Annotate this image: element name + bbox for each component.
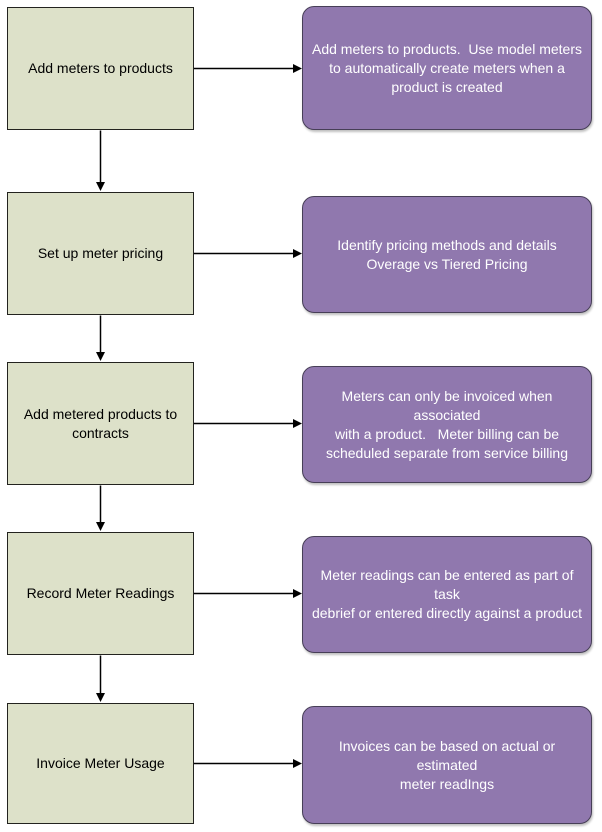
note-add-meters-to-products: Add meters to products. Use model meters… xyxy=(302,6,592,130)
step-add-meters-to-products: Add meters to products xyxy=(7,7,194,130)
step-invoice-meter-usage: Invoice Meter Usage xyxy=(7,703,194,824)
down-arrow-icon-1 xyxy=(96,130,105,191)
down-arrow-icon-3 xyxy=(96,485,105,531)
right-arrow-icon-3 xyxy=(194,419,302,428)
note-text: Meters can only be invoiced when associa… xyxy=(325,387,568,461)
note-text: Invoices can be based on actual or estim… xyxy=(338,737,556,792)
right-arrow-icon-1 xyxy=(194,64,302,73)
note-meter-invoicing: Meters can only be invoiced when associa… xyxy=(302,366,592,483)
note-meter-readings-entry: Meter readings can be entered as part of… xyxy=(302,536,592,653)
step-record-meter-readings: Record Meter Readings xyxy=(7,532,194,655)
step-label: Record Meter Readings xyxy=(26,585,175,601)
note-pricing-methods: Identify pricing methods and details Ove… xyxy=(302,196,592,313)
step-label: Set up meter pricing xyxy=(37,245,164,261)
step-set-up-meter-pricing: Set up meter pricing xyxy=(7,192,194,315)
step-label: Add meters to products xyxy=(28,60,173,76)
note-text: Meter readings can be entered as part of… xyxy=(311,567,583,621)
right-arrow-icon-2 xyxy=(194,249,302,258)
step-label: Add metered products to contracts xyxy=(23,405,178,441)
down-arrow-icon-2 xyxy=(96,315,105,361)
right-arrow-icon-4 xyxy=(194,589,302,598)
note-invoice-basis: Invoices can be based on actual or estim… xyxy=(302,706,592,824)
note-text: Identify pricing methods and details Ove… xyxy=(337,236,557,272)
note-text: Add meters to products. Use model meters… xyxy=(312,40,582,95)
right-arrow-icon-5 xyxy=(194,759,302,768)
step-add-metered-products-to-contracts: Add metered products to contracts xyxy=(7,362,194,485)
down-arrow-icon-4 xyxy=(96,655,105,702)
step-label: Invoice Meter Usage xyxy=(36,755,165,771)
